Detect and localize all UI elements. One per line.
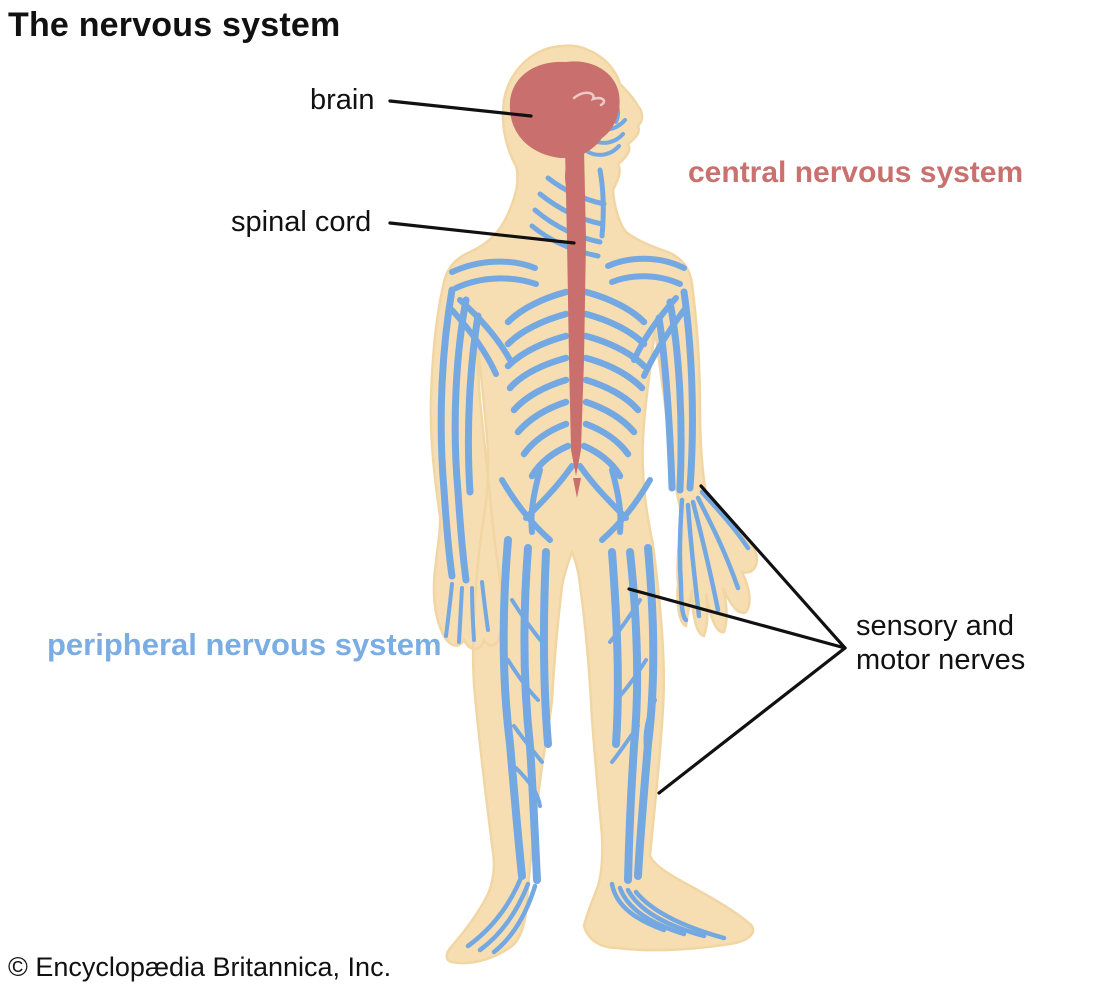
central-nervous-system-label: central nervous system [688, 156, 1024, 189]
pelvic-nerve-root-shape [573, 478, 581, 498]
spinal-cord-shape [565, 148, 586, 476]
brain-label: brain [310, 84, 375, 116]
central-nervous-system-shape [509, 61, 620, 498]
sensory-motor-nerves-label: sensory and motor nerves [856, 610, 1026, 676]
peripheral-nervous-system-label: peripheral nervous system [47, 627, 442, 662]
spinal-cord-label: spinal cord [231, 206, 372, 238]
callout-lines [388, 99, 847, 795]
spinal-cord-callout-line [388, 221, 576, 245]
brain-highlight [572, 91, 606, 107]
page-title: The nervous system [8, 6, 341, 44]
sensory-thigh-callout-line [627, 587, 847, 650]
peripheral-nerves-network [437, 94, 751, 955]
brain-callout-line [388, 99, 533, 118]
sensory-arm-callout-line [699, 484, 847, 650]
copyright-credit: © Encyclopædia Britannica, Inc. [8, 952, 392, 982]
sensory-leg-callout-line [657, 646, 847, 795]
brain-shape [509, 61, 620, 187]
